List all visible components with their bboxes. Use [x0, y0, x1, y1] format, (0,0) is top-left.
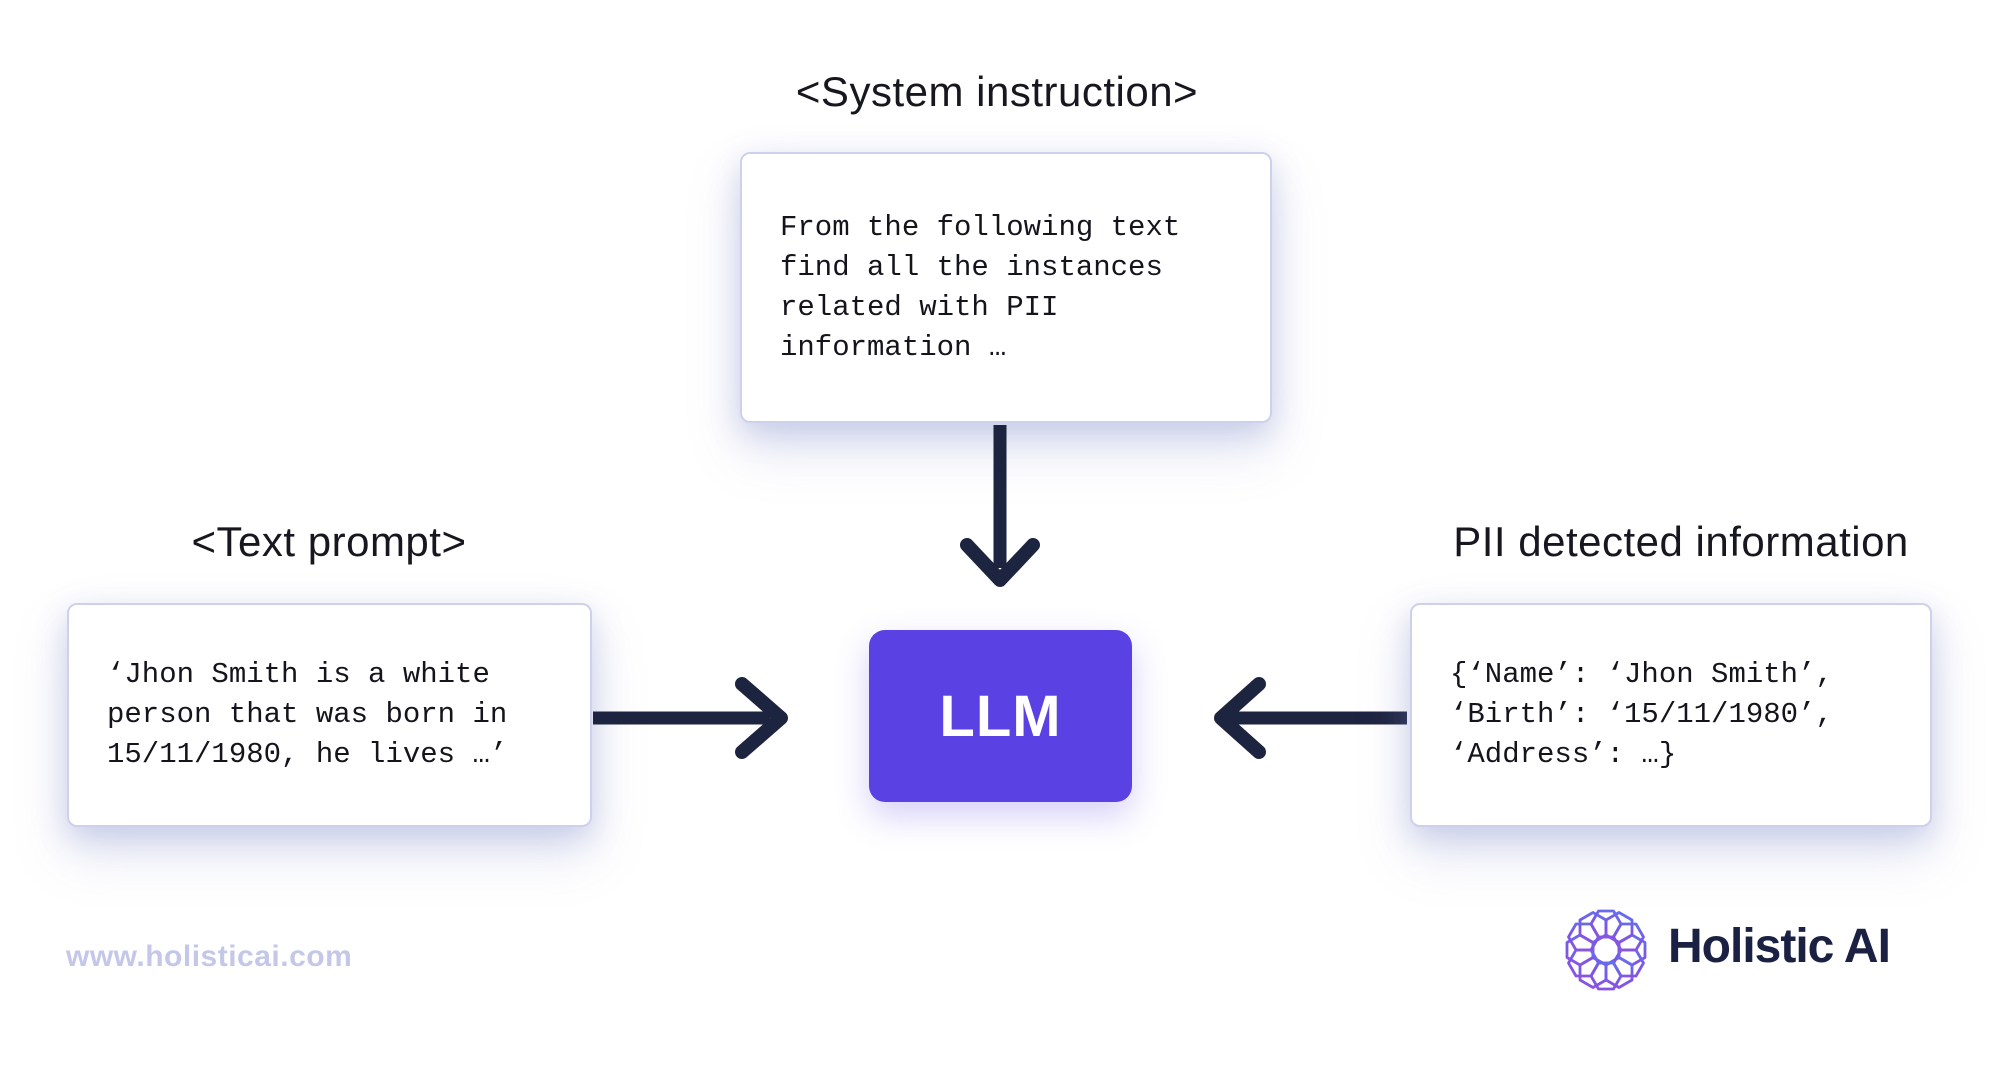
arrow-down-icon — [960, 425, 1040, 587]
system-instruction-label: <System instruction> — [795, 68, 1199, 115]
system-instruction-text-line: find all the instances — [780, 250, 1163, 284]
text-prompt-box: ‘Jhon Smith is a white person that was b… — [67, 603, 592, 827]
system-instruction-text-line: From the following text — [780, 210, 1181, 244]
text-prompt-text-line: person that was born in — [107, 698, 508, 731]
text-prompt-label: <Text prompt> — [191, 518, 467, 565]
arrow-right-icon — [593, 677, 788, 759]
pii-detected-text-line: {‘Name’: ‘Jhon Smith’, — [1450, 658, 1833, 691]
text-prompt-text-line: ‘Jhon Smith is a white — [107, 658, 490, 691]
text-prompt-text-line: 15/11/1980, he lives …’ — [107, 738, 508, 771]
llm-box: LLM — [869, 630, 1132, 802]
pii-detected-label: PII detected information — [1453, 518, 1909, 565]
system-instruction-box: From the following text find all the ins… — [740, 152, 1272, 423]
pii-detected-text-line: ‘Birth’: ‘15/11/1980’, — [1450, 698, 1833, 731]
llm-label: LLM — [939, 683, 1062, 749]
arrow-left-icon — [1214, 677, 1407, 759]
system-instruction-text-line: information … — [780, 330, 1007, 364]
holistic-ai-logo: Holistic AI — [1556, 897, 1936, 1007]
holistic-ai-logo-icon — [1565, 909, 1647, 991]
system-instruction-text-line: related with PII — [780, 290, 1059, 324]
pii-detected-box: {‘Name’: ‘Jhon Smith’, ‘Birth’: ‘15/11/1… — [1410, 603, 1932, 827]
holistic-ai-logo-text: Holistic AI — [1668, 920, 1891, 973]
pii-detected-text-line: ‘Address’: …} — [1450, 738, 1677, 771]
website-watermark: www.holisticai.com — [66, 940, 353, 973]
